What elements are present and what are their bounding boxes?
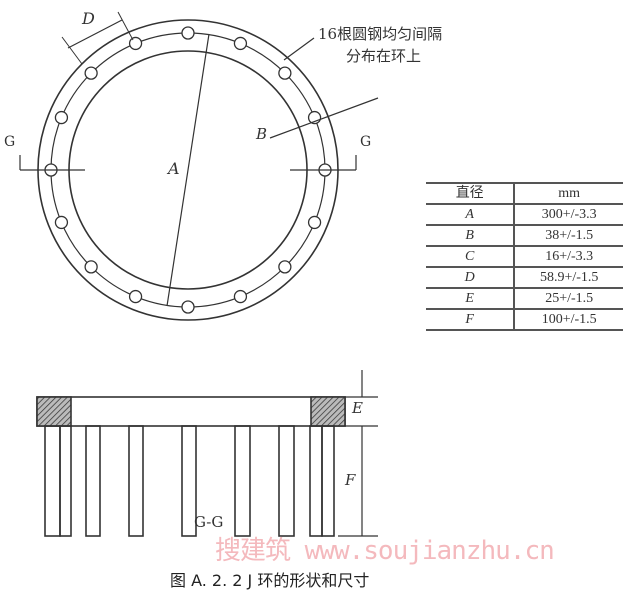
dim-d-line — [67, 19, 123, 49]
header-diameter: 直径 — [426, 182, 516, 205]
rod-hole — [128, 289, 143, 304]
hatch-right — [310, 396, 346, 427]
section-rod — [44, 425, 61, 537]
note-leader — [283, 37, 315, 61]
dim-d-extension-left — [61, 36, 83, 65]
rod-hole — [278, 260, 292, 274]
section-rod — [128, 425, 144, 537]
section-rod — [234, 425, 251, 537]
rod-hole — [181, 26, 195, 40]
label-d: D — [82, 9, 95, 28]
rod-hole — [84, 66, 98, 80]
label-b: B — [256, 125, 268, 143]
rod-hole — [54, 215, 69, 230]
tolerance-cell: 16+/-3.3 — [514, 245, 623, 268]
figure-caption: 图 A. 2. 2 J 环的形状和尺寸 — [170, 571, 370, 590]
section-rod — [181, 425, 197, 537]
dimension-cell: D — [426, 266, 516, 289]
rod-hole — [233, 289, 248, 304]
note-line-1: 16根圆钢均匀间隔 — [318, 25, 443, 43]
tolerance-cell: 300+/-3.3 — [514, 203, 623, 226]
hatch-left — [36, 396, 72, 427]
dimension-cell: B — [426, 224, 516, 247]
label-a: A — [168, 159, 180, 178]
rod-hole — [84, 260, 98, 274]
ring-plate — [36, 396, 346, 427]
label-e: E — [352, 399, 363, 417]
dim-a-line — [166, 33, 210, 307]
label-g-left: G — [4, 134, 16, 150]
rod-hole — [278, 66, 292, 80]
note-line-2: 分布在环上 — [346, 47, 422, 65]
section-rod — [59, 425, 72, 537]
rod-holes — [44, 26, 332, 314]
watermark: 搜建筑 www.soujianzhu.cn — [215, 536, 555, 566]
rod-hole — [181, 300, 195, 314]
rod-hole — [54, 110, 69, 125]
dim-d-extension-right — [117, 11, 134, 41]
label-g-right: G — [360, 134, 372, 150]
dim-b-line — [269, 97, 379, 139]
section-rod — [309, 425, 323, 537]
rod-hole — [307, 215, 322, 230]
header-mm: mm — [514, 182, 623, 205]
tolerance-cell: 38+/-1.5 — [514, 224, 623, 247]
label-f: F — [345, 471, 356, 489]
dimension-cell: C — [426, 245, 516, 268]
tolerance-cell: 58.9+/-1.5 — [514, 266, 623, 289]
section-rod — [321, 425, 335, 537]
rod-hole — [128, 36, 143, 51]
dimension-cell: F — [426, 308, 516, 331]
section-rod — [278, 425, 295, 537]
tolerance-cell: 25+/-1.5 — [514, 287, 623, 310]
section-label: G-G — [194, 513, 224, 531]
rod-hole — [233, 36, 248, 51]
tolerance-cell: 100+/-1.5 — [514, 308, 623, 331]
section-rod — [85, 425, 101, 537]
dimension-cell: A — [426, 203, 516, 226]
dimension-cell: E — [426, 287, 516, 310]
section-rods — [44, 425, 335, 537]
